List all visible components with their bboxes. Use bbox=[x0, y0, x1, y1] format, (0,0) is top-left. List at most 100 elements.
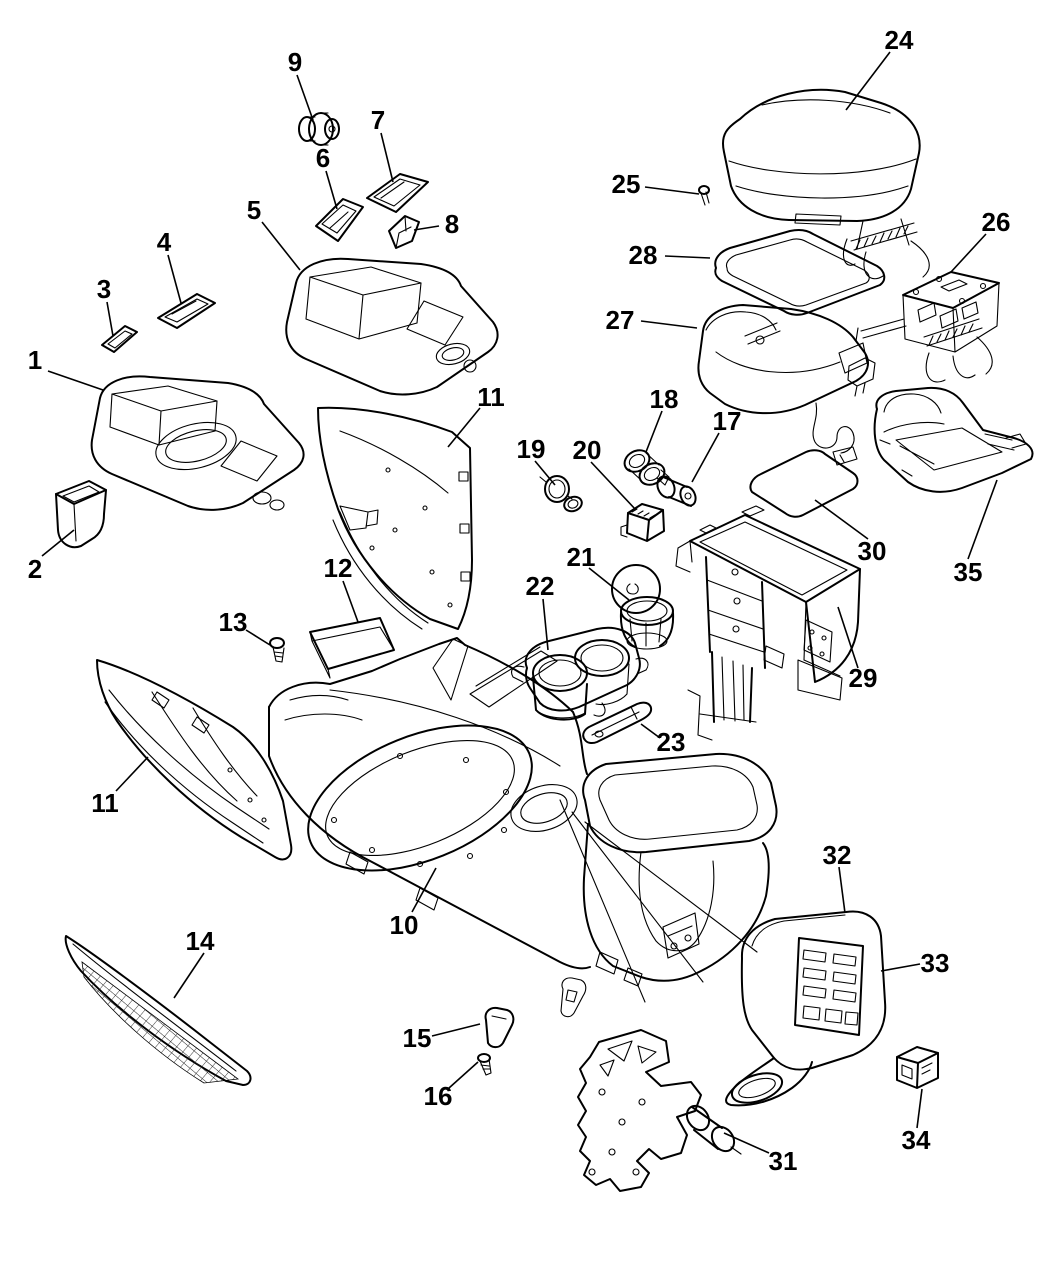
callout-7-6: 7 bbox=[371, 105, 385, 135]
part-26-armrest-hinge-bracket bbox=[847, 271, 1000, 397]
callout-28-28: 28 bbox=[629, 240, 658, 270]
leader-line-33-33 bbox=[880, 963, 921, 972]
callout-23-23: 23 bbox=[657, 727, 686, 757]
leader-line-19-19 bbox=[534, 460, 556, 486]
part-12-trim-insert bbox=[309, 617, 395, 679]
part-33-vent-grille bbox=[802, 949, 859, 1026]
part-16-screw bbox=[477, 1053, 492, 1076]
callout-6-5: 6 bbox=[316, 143, 330, 173]
leader-line-35-35 bbox=[967, 479, 998, 560]
callout-19-19: 19 bbox=[517, 434, 546, 464]
callout-16-16: 16 bbox=[424, 1081, 453, 1111]
leader-line-34-34 bbox=[916, 1088, 923, 1129]
leader-line-22-22 bbox=[542, 598, 549, 651]
callout-4-3: 4 bbox=[157, 227, 172, 257]
callout-12-12: 12 bbox=[324, 553, 353, 583]
callout-29-29: 29 bbox=[849, 663, 878, 693]
leader-line-21-21 bbox=[588, 567, 630, 601]
leader-line-5-4 bbox=[261, 221, 301, 271]
leader-line-26-26 bbox=[950, 233, 987, 273]
part-32-console-rear-cover bbox=[725, 910, 887, 1107]
part-15-cover-plug bbox=[484, 1006, 515, 1049]
callout-11-10: 11 bbox=[477, 382, 505, 412]
part-22-cupholder-insert bbox=[511, 626, 649, 721]
leader-line-25-25 bbox=[644, 186, 700, 195]
callout-27-27: 27 bbox=[606, 305, 635, 335]
callout-10-9: 10 bbox=[390, 910, 419, 940]
callout-1-0: 1 bbox=[28, 345, 42, 375]
part-2-console-pocket bbox=[55, 480, 107, 549]
leader-line-27-27 bbox=[640, 320, 698, 329]
leader-line-11-11 bbox=[115, 756, 149, 792]
callout-5-4: 5 bbox=[247, 195, 261, 225]
leader-line-11-10 bbox=[447, 407, 481, 448]
leader-line-6-5 bbox=[325, 170, 338, 210]
part-28-bin-mat bbox=[714, 229, 886, 316]
leader-line-1-0 bbox=[47, 370, 104, 391]
part-25-screw bbox=[698, 185, 710, 206]
leader-line-8-7 bbox=[413, 225, 440, 231]
callout-32-32: 32 bbox=[823, 840, 852, 870]
leader-line-12-12 bbox=[342, 580, 359, 623]
part-30-console-mat bbox=[749, 449, 859, 518]
callout-14-14: 14 bbox=[186, 926, 215, 956]
callout-18-18: 18 bbox=[650, 384, 679, 414]
part-34-switch bbox=[896, 1046, 939, 1089]
callout-25-25: 25 bbox=[612, 169, 641, 199]
leader-line-16-16 bbox=[448, 1061, 479, 1089]
leader-line-10-9 bbox=[411, 867, 437, 913]
leader-line-3-2 bbox=[106, 301, 114, 337]
part-6-tray-liner bbox=[315, 198, 364, 242]
part-5-console-top-trim-rear bbox=[285, 257, 499, 396]
part-18-outlet-bezel-rings bbox=[623, 449, 670, 486]
part-23-trim-lever bbox=[582, 701, 653, 745]
part-21-ashtray-cup bbox=[611, 564, 675, 650]
callout-13-13: 13 bbox=[219, 607, 248, 637]
part-31-rear-bracket bbox=[577, 1029, 742, 1192]
leader-line-20-20 bbox=[590, 461, 637, 511]
part-14-storage-net bbox=[64, 935, 252, 1086]
part-1-console-top-trim-front bbox=[90, 375, 305, 511]
callout-35-35: 35 bbox=[954, 557, 983, 587]
leader-line-13-13 bbox=[245, 629, 271, 646]
leader-line-4-3 bbox=[167, 254, 182, 304]
part-27-armrest-base bbox=[697, 304, 869, 466]
leader-line-23-23 bbox=[640, 723, 661, 739]
part-29-console-bin-support bbox=[675, 505, 861, 741]
part-4-bezel bbox=[157, 293, 216, 329]
part-20-switch bbox=[620, 503, 665, 542]
part-11-side-panel-left bbox=[96, 659, 293, 861]
callout-21-21: 21 bbox=[567, 542, 596, 572]
leader-line-30-30 bbox=[814, 499, 869, 540]
leader-line-7-6 bbox=[380, 132, 394, 183]
part-35-console-lower-tray bbox=[873, 386, 1034, 493]
callout-30-30: 30 bbox=[858, 536, 887, 566]
part-11-side-panel-right bbox=[317, 406, 473, 630]
callout-31-31: 31 bbox=[769, 1146, 798, 1176]
part-8-end-cap bbox=[388, 215, 420, 249]
callout-8-7: 8 bbox=[445, 209, 459, 239]
part-13-screw bbox=[269, 637, 285, 663]
part-10-floor-console-body bbox=[268, 637, 778, 1018]
leader-line-31-31 bbox=[723, 1132, 770, 1154]
callout-15-15: 15 bbox=[403, 1023, 432, 1053]
leader-line-15-15 bbox=[431, 1023, 481, 1037]
leader-line-17-17 bbox=[691, 432, 720, 483]
callout-20-20: 20 bbox=[573, 435, 602, 465]
leader-line-32-32 bbox=[838, 866, 846, 914]
callout-34-34: 34 bbox=[902, 1125, 931, 1155]
callout-22-22: 22 bbox=[526, 571, 555, 601]
callout-2-1: 2 bbox=[28, 554, 42, 584]
callout-11-11: 11 bbox=[91, 788, 119, 818]
leader-line-2-1 bbox=[41, 529, 75, 557]
callout-26-26: 26 bbox=[982, 207, 1011, 237]
leader-line-28-28 bbox=[664, 255, 711, 259]
callout-17-17: 17 bbox=[713, 406, 742, 436]
callout-3-2: 3 bbox=[97, 274, 111, 304]
leader-line-29-29 bbox=[837, 606, 859, 669]
part-19-power-outlet bbox=[539, 475, 583, 513]
part-7-tray-liner-rear bbox=[366, 173, 429, 213]
